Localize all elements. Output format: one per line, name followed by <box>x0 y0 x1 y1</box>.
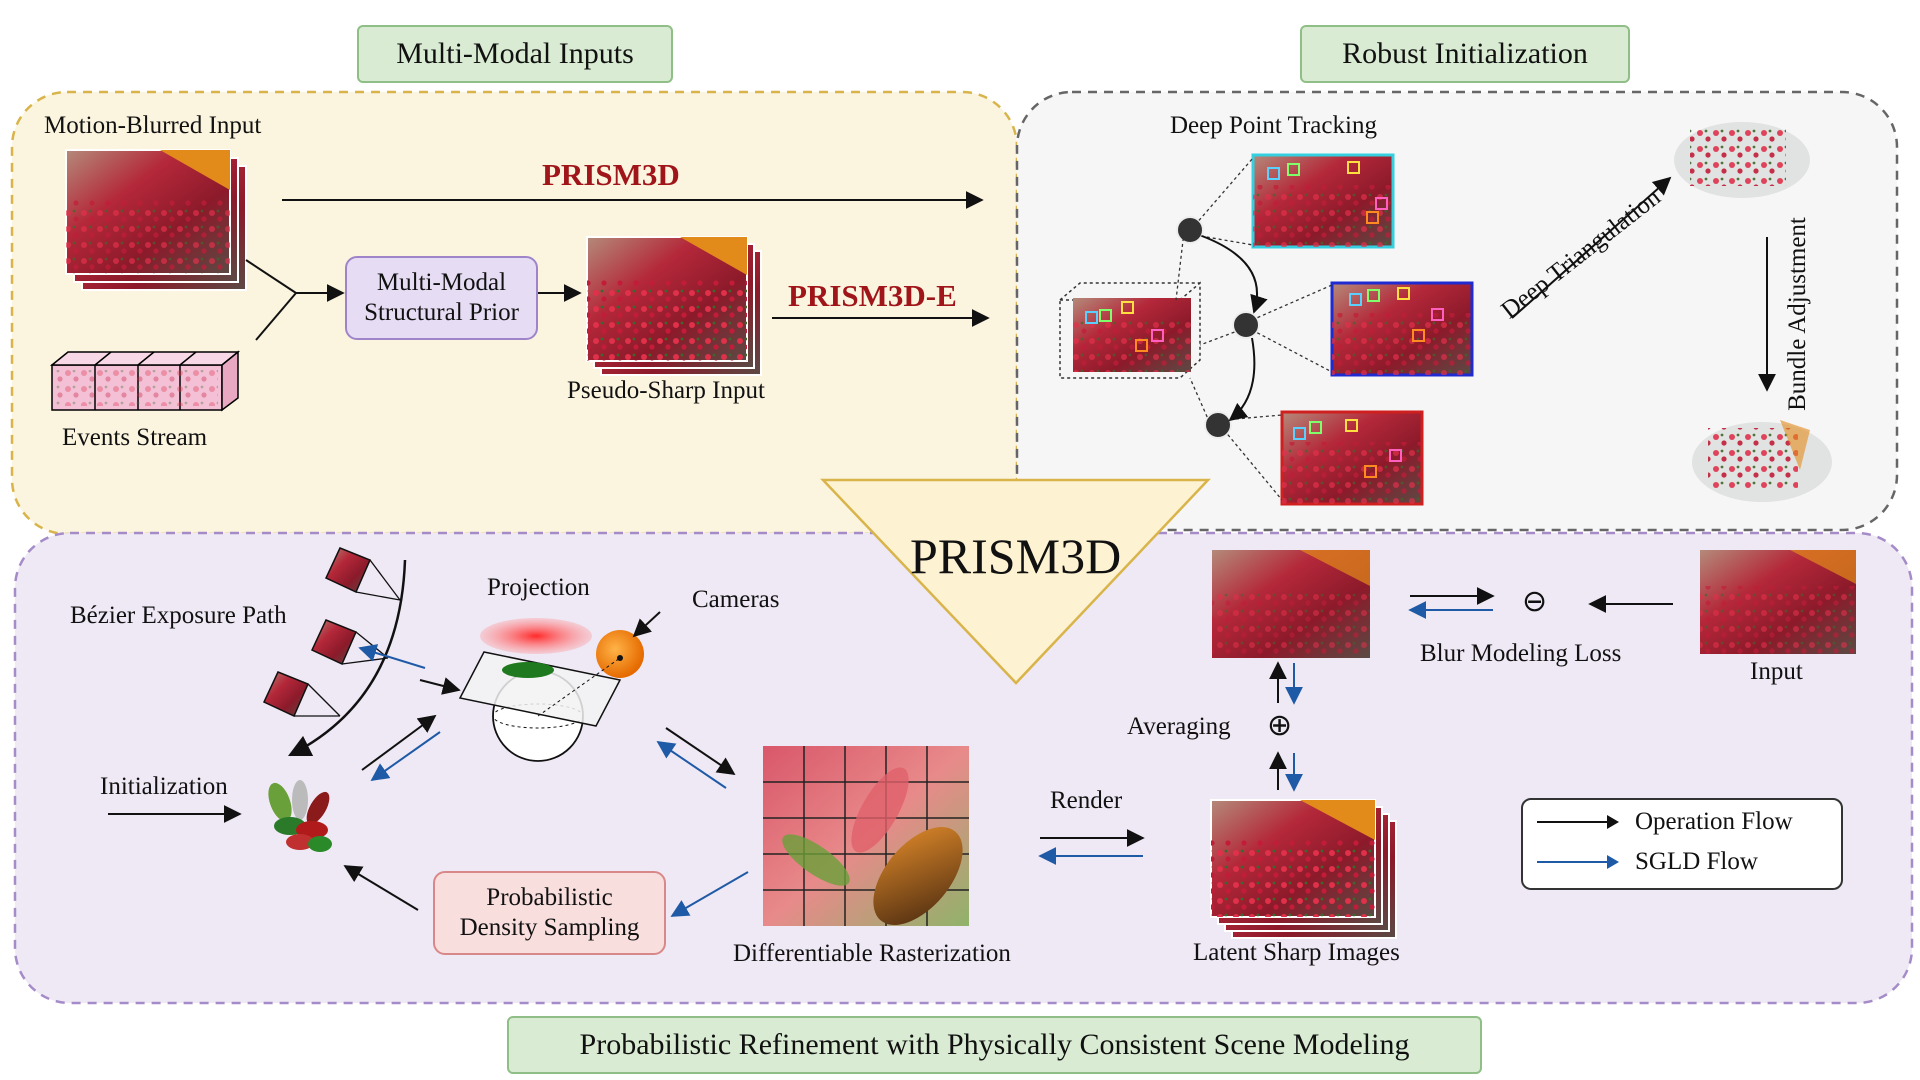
input-label: Input <box>1750 658 1803 685</box>
averaging-plus-icon: ⊕ <box>1267 708 1293 743</box>
rasterization-graphic <box>763 746 969 926</box>
averaging-label: Averaging <box>1127 713 1231 740</box>
cameras-label: Cameras <box>692 586 780 613</box>
point-tracking-graphic <box>1059 153 1474 506</box>
point-cloud-bottom <box>1692 420 1832 502</box>
rendered-blurry-image <box>1212 550 1370 658</box>
latent-sharp-images <box>1210 799 1397 939</box>
motion-blurred-label: Motion-Blurred Input <box>44 112 262 139</box>
input-image <box>1700 550 1856 654</box>
projection-graphic <box>458 611 661 762</box>
structural-prior-line1: Multi-Modal <box>376 269 507 296</box>
blur-loss-label: Blur Modeling Loss <box>1420 640 1622 667</box>
operation-flow-line <box>1537 815 1619 829</box>
deep-point-tracking-label: Deep Point Tracking <box>1170 112 1377 139</box>
bundle-adjustment-label: Bundle Adjustment <box>1784 217 1811 411</box>
legend-operation-label: Operation Flow <box>1635 808 1793 835</box>
gaussian-blobs <box>268 780 332 852</box>
structural-prior-line2: Structural Prior <box>364 299 519 326</box>
density-sampling-line2: Density Sampling <box>459 914 640 941</box>
projection-label: Projection <box>487 574 590 601</box>
rasterization-label: Differentiable Rasterization <box>733 940 1011 967</box>
point-cloud-top <box>1674 122 1810 198</box>
method-prism3d-e-label: PRISM3D-E <box>788 278 957 313</box>
inputs-section-title: Multi-Modal Inputs <box>357 25 673 83</box>
render-label: Render <box>1050 787 1123 814</box>
init-section-title: Robust Initialization <box>1300 25 1630 83</box>
density-sampling-box: Probabilistic Density Sampling <box>433 871 666 955</box>
pseudo-sharp-label: Pseudo-Sharp Input <box>567 377 765 404</box>
flow-legend: Operation Flow SGLD Flow <box>1521 798 1843 890</box>
latent-sharp-label: Latent Sharp Images <box>1193 939 1400 966</box>
bezier-path-graphic <box>263 547 407 757</box>
sgld-flow-line <box>1537 855 1619 869</box>
events-stream-label: Events Stream <box>62 424 208 451</box>
legend-sgld-row: SGLD Flow <box>1537 848 1758 876</box>
legend-sgld-label: SGLD Flow <box>1635 848 1758 875</box>
central-triangle <box>820 478 1211 685</box>
pseudo-sharp-images <box>586 236 762 376</box>
refine-section-title: Probabilistic Refinement with Physically… <box>507 1016 1482 1074</box>
method-prism3d-label: PRISM3D <box>542 157 680 192</box>
motion-blurred-images <box>65 149 247 291</box>
loss-minus-icon: ⊖ <box>1522 584 1548 619</box>
structural-prior-box: Multi-Modal Structural Prior <box>345 256 538 340</box>
initialization-label: Initialization <box>100 773 228 800</box>
density-sampling-line1: Probabilistic <box>486 884 613 911</box>
bezier-path-label: Bézier Exposure Path <box>70 602 287 629</box>
legend-operation-row: Operation Flow <box>1537 808 1793 836</box>
central-prism3d-title: PRISM3D <box>910 528 1122 584</box>
